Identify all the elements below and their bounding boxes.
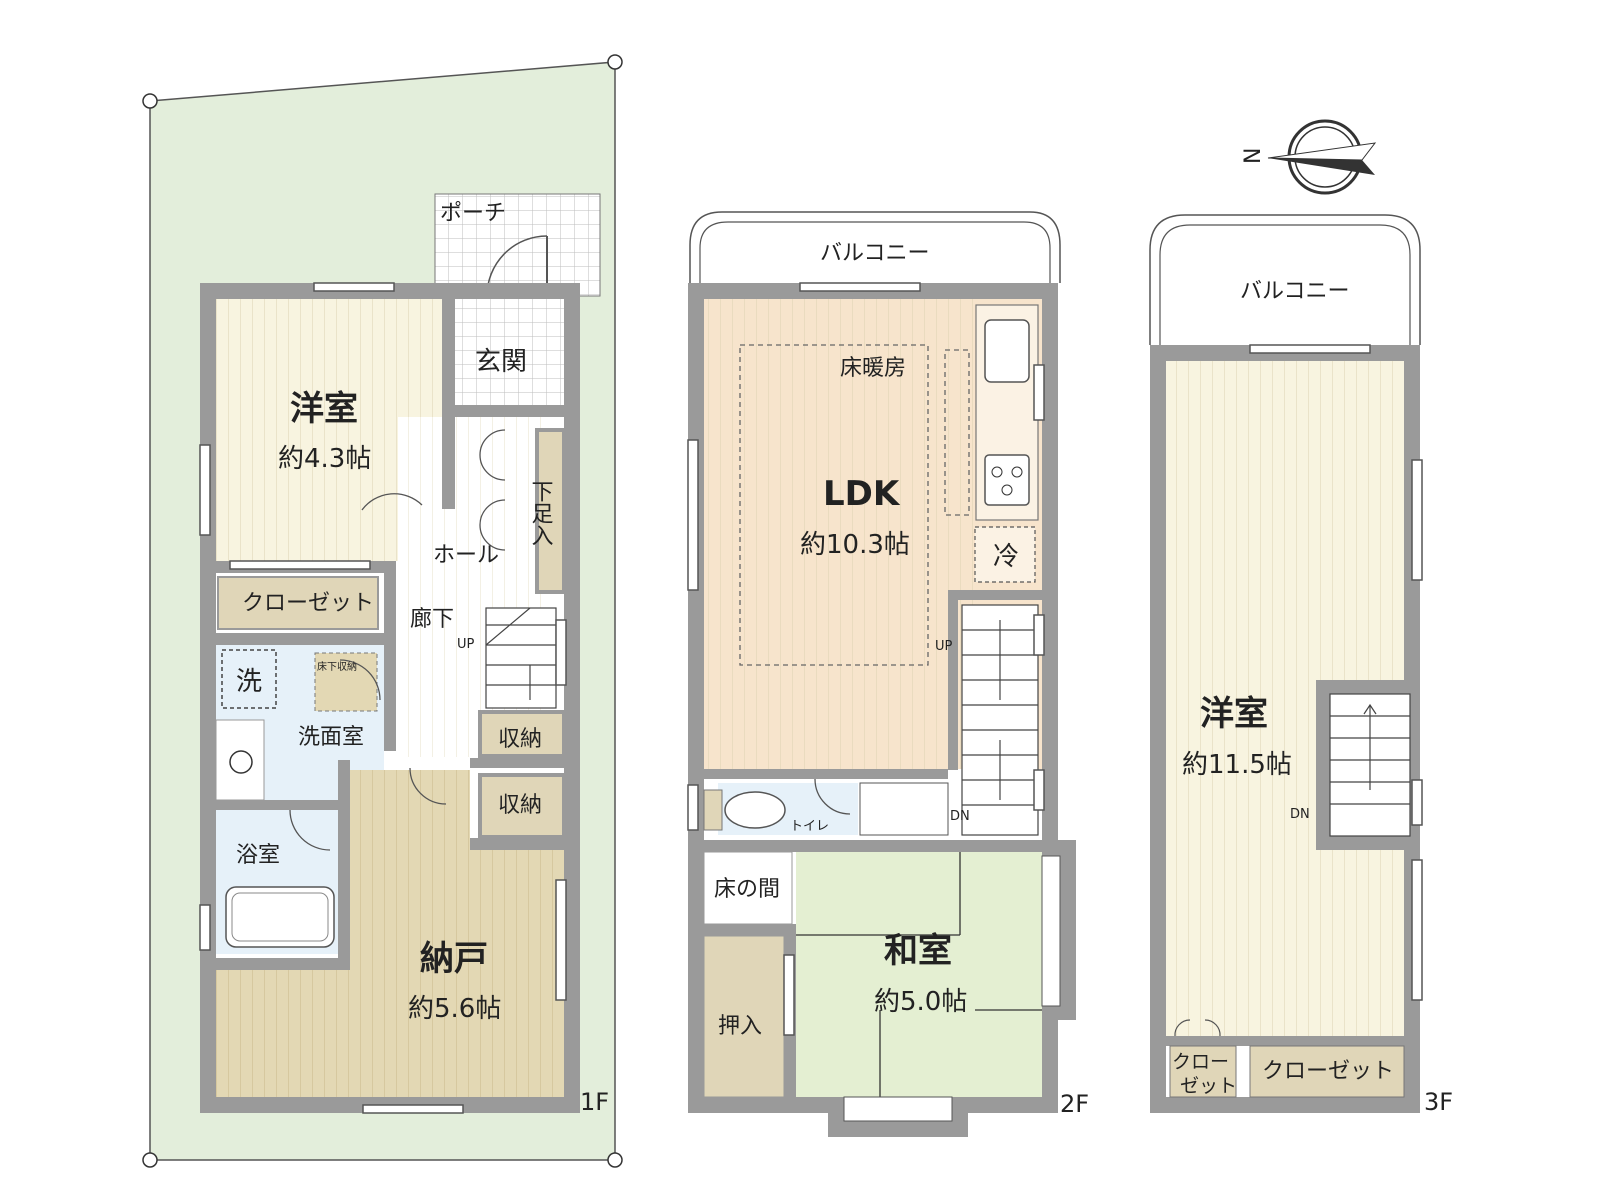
stairs-2f: [961, 604, 1039, 836]
underfloor-storage: [314, 652, 378, 712]
kitchen-sink: [984, 319, 1030, 383]
closet-3f-label: クローゼット: [1262, 1059, 1394, 1084]
corridor-label: 廊下: [410, 607, 454, 632]
balcony-2f-label: バルコニー: [820, 241, 930, 266]
floor-1: ポーチ 玄関 洋室 約4.3帖 クローゼット 下足入 ホール 廊下 UP 洗 床…: [142, 54, 623, 1168]
western-room-1f-size: 約4.3帖: [278, 444, 371, 474]
closet-small-3f-line2: ゼット: [1180, 1075, 1237, 1097]
western-room-3f-size: 約11.5帖: [1182, 750, 1292, 780]
shoe-storage: [535, 428, 566, 594]
closet-1f-label: クローゼット: [242, 591, 374, 616]
japanese-room-size: 約5.0帖: [874, 987, 967, 1017]
storage-1f-a-label: 収納: [498, 727, 542, 752]
closet-1f: [217, 576, 379, 630]
porch-label: ポーチ: [440, 201, 506, 226]
stove: [984, 454, 1030, 506]
stairs-1f: [485, 607, 557, 709]
floor-2: バルコニー 床暖房 LDK 約10.3帖 冷 UP DN トイレ 床の間 押入 …: [687, 211, 1089, 1137]
floor3-label: 3F: [1424, 1088, 1453, 1116]
underfloor-storage-label: 床下収納: [317, 660, 357, 673]
washroom-label: 洗面室: [298, 725, 364, 750]
balcony-3f: [1149, 214, 1421, 345]
tokonoma: [703, 851, 793, 925]
stairs-1f-up: UP: [457, 637, 475, 652]
storeroom-name: 納戸: [420, 939, 488, 979]
floor2-label: 2F: [1060, 1090, 1089, 1118]
japanese-room: [796, 852, 1042, 1097]
storage-1f-a: [478, 710, 566, 758]
closet-small-3f: [1169, 1045, 1237, 1098]
bathroom-label: 浴室: [236, 843, 280, 868]
closet-3f: [1249, 1045, 1405, 1098]
washer-label: 洗: [236, 667, 262, 697]
ldk-size: 約10.3帖: [800, 530, 910, 560]
floor1-label: 1F: [580, 1088, 609, 1116]
floor-3: N: [1149, 119, 1453, 1116]
compass-north: N: [1241, 148, 1266, 164]
fridge-label: 冷: [993, 542, 1019, 572]
balcony-2f: [689, 211, 1061, 283]
shoe-storage-label: 下足入: [528, 480, 554, 546]
oshiire: [703, 935, 785, 1098]
hall-label: ホール: [433, 543, 499, 568]
stairs-3f-dn: DN: [1290, 807, 1310, 822]
storage-1f-b: [478, 773, 566, 839]
entrance: [455, 299, 564, 417]
western-room-1f-name: 洋室: [290, 389, 358, 429]
floor-heating-label: 床暖房: [840, 356, 906, 381]
balcony-3f-label: バルコニー: [1240, 279, 1350, 304]
stairs-2f-dn: DN: [950, 809, 970, 824]
stairs-3f: [1329, 693, 1411, 837]
porch: [434, 193, 601, 297]
tokonoma-label: 床の間: [714, 877, 780, 902]
storage-1f-b-label: 収納: [498, 793, 542, 818]
ldk-name: LDK: [823, 474, 901, 514]
stairs-2f-up: UP: [935, 639, 953, 654]
western-room-3f-name: 洋室: [1200, 694, 1268, 734]
storeroom-size: 約5.6帖: [408, 994, 501, 1024]
fridge: [974, 526, 1036, 583]
toilet-label: トイレ: [790, 819, 829, 834]
japanese-room-name: 和室: [884, 931, 952, 971]
entrance-label: 玄関: [475, 347, 527, 377]
oshiire-label: 押入: [718, 1014, 762, 1039]
compass-icon: [1267, 119, 1377, 195]
closet-small-3f-line1: クロー: [1172, 1051, 1229, 1073]
